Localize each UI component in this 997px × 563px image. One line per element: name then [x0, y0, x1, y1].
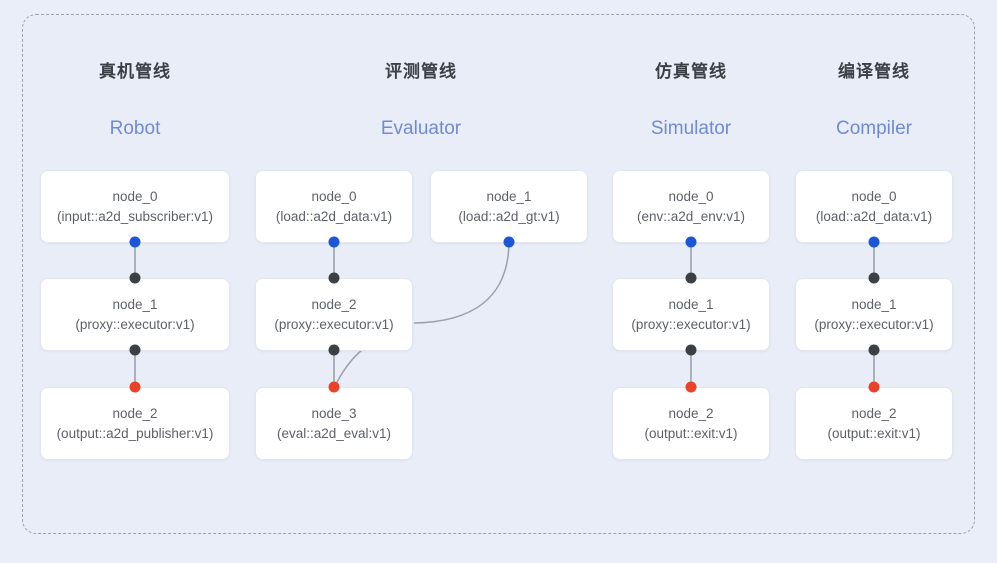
node-label-type: (proxy::executor:v1)	[274, 316, 394, 332]
node-label-name: node_0	[311, 188, 357, 204]
port-input-robot-2[interactable]	[129, 381, 141, 393]
node-label-name: node_0	[112, 188, 158, 204]
port-output-compiler-1[interactable]	[868, 344, 880, 356]
node-label-name: node_0	[851, 188, 897, 204]
node-label-type: (load::a2d_data:v1)	[815, 208, 933, 224]
node-simulator-2[interactable]: node_2 (output::exit:v1)	[612, 387, 770, 460]
node-label-type: (output::exit:v1)	[827, 425, 921, 441]
port-output-robot-1[interactable]	[129, 344, 141, 356]
port-input-compiler-2[interactable]	[868, 381, 880, 393]
port-output-robot-0[interactable]	[129, 236, 141, 248]
node-evaluator-3[interactable]: node_3 (eval::a2d_eval:v1)	[255, 387, 413, 460]
port-output-evaluator-0[interactable]	[328, 236, 340, 248]
node-label-name: node_3	[311, 405, 357, 421]
node-label-name: node_2	[851, 405, 897, 421]
node-simulator-1[interactable]: node_1 (proxy::executor:v1)	[612, 278, 770, 351]
node-label-name: node_2	[112, 405, 158, 421]
node-compiler-2[interactable]: node_2 (output::exit:v1)	[795, 387, 953, 460]
node-compiler-0[interactable]: node_0 (load::a2d_data:v1)	[795, 170, 953, 243]
node-evaluator-1[interactable]: node_1 (load::a2d_gt:v1)	[430, 170, 588, 243]
port-output-compiler-0[interactable]	[868, 236, 880, 248]
node-label-type: (eval::a2d_eval:v1)	[276, 425, 392, 441]
port-output-evaluator-1[interactable]	[503, 236, 515, 248]
node-label-name: node_2	[668, 405, 714, 421]
port-input-simulator-2[interactable]	[685, 381, 697, 393]
node-label-type: (proxy::executor:v1)	[814, 316, 934, 332]
node-label-type: (output::exit:v1)	[644, 425, 738, 441]
node-label-name: node_1	[851, 296, 897, 312]
node-evaluator-2[interactable]: node_2 (proxy::executor:v1)	[255, 278, 413, 351]
node-label-type: (output::a2d_publisher:v1)	[56, 425, 214, 441]
node-robot-2[interactable]: node_2 (output::a2d_publisher:v1)	[40, 387, 230, 460]
port-output-simulator-1[interactable]	[685, 344, 697, 356]
node-label-type: (proxy::executor:v1)	[631, 316, 751, 332]
node-label-name: node_0	[668, 188, 714, 204]
node-label-type: (input::a2d_subscriber:v1)	[56, 208, 214, 224]
node-label-name: node_1	[112, 296, 158, 312]
node-robot-1[interactable]: node_1 (proxy::executor:v1)	[40, 278, 230, 351]
port-input-robot-1[interactable]	[129, 272, 141, 284]
node-evaluator-0[interactable]: node_0 (load::a2d_data:v1)	[255, 170, 413, 243]
node-label-name: node_2	[311, 296, 357, 312]
node-robot-0[interactable]: node_0 (input::a2d_subscriber:v1)	[40, 170, 230, 243]
port-input-evaluator-2[interactable]	[328, 272, 340, 284]
node-simulator-0[interactable]: node_0 (env::a2d_env:v1)	[612, 170, 770, 243]
node-label-name: node_1	[668, 296, 714, 312]
node-label-name: node_1	[486, 188, 532, 204]
node-label-type: (load::a2d_gt:v1)	[458, 208, 560, 224]
port-output-evaluator-2[interactable]	[328, 344, 340, 356]
node-compiler-1[interactable]: node_1 (proxy::executor:v1)	[795, 278, 953, 351]
node-label-type: (load::a2d_data:v1)	[275, 208, 393, 224]
port-input-compiler-1[interactable]	[868, 272, 880, 284]
port-input-simulator-1[interactable]	[685, 272, 697, 284]
port-input-evaluator-3[interactable]	[328, 381, 340, 393]
port-output-simulator-0[interactable]	[685, 236, 697, 248]
node-label-type: (env::a2d_env:v1)	[636, 208, 746, 224]
node-label-type: (proxy::executor:v1)	[75, 316, 195, 332]
